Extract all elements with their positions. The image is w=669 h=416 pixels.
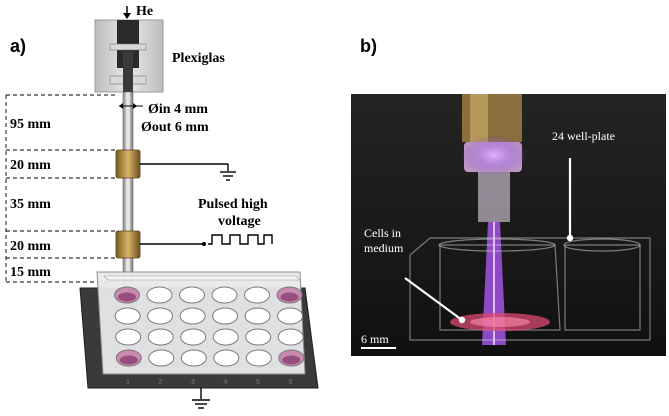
plate-label: 24 well-plate <box>552 129 615 143</box>
cells-pointer <box>404 277 463 321</box>
well-number: 1 <box>126 379 130 386</box>
well <box>244 307 271 325</box>
outer-diameter-label: Øout 6 mm <box>141 120 209 135</box>
well <box>180 349 207 367</box>
well <box>179 286 205 304</box>
well-medium-fill <box>280 292 299 302</box>
dimension-lines <box>5 94 118 283</box>
well <box>212 328 239 346</box>
well <box>212 307 239 325</box>
ground-symbol-top <box>220 171 236 181</box>
hv-electrode <box>115 230 141 259</box>
tube-bore <box>126 92 130 282</box>
well-number: 4 <box>224 379 228 386</box>
well <box>115 328 142 346</box>
well <box>114 307 141 325</box>
plexiglas-holder <box>94 19 164 93</box>
cells-label-line2: medium <box>364 241 404 255</box>
well <box>277 328 304 346</box>
photo-panel: 24 well-plate Cells in medium 6 mm <box>351 94 666 356</box>
ground-electrode <box>115 149 141 179</box>
well-number: 5 <box>256 379 260 386</box>
well-medium-fill <box>118 292 136 302</box>
well <box>147 307 174 325</box>
well-number: 3 <box>191 379 195 386</box>
well <box>244 286 270 304</box>
hv-wire <box>140 242 206 246</box>
well <box>179 307 206 325</box>
dim-15mm: 15 mm <box>10 265 51 280</box>
dim-35mm: 35 mm <box>10 197 51 212</box>
gas-inlet-arrow <box>123 6 131 19</box>
well <box>245 349 272 367</box>
well-medium-fill <box>282 355 301 365</box>
well <box>148 349 175 367</box>
panel-b-label: b) <box>360 36 377 56</box>
hv-label-line2: voltage <box>218 214 261 229</box>
well <box>277 307 304 325</box>
ground-wire <box>140 163 229 171</box>
well <box>211 286 238 304</box>
cells-label-line1: Cells in <box>364 226 401 240</box>
well <box>245 328 272 346</box>
plasma-glow-top <box>460 135 528 175</box>
well-number: 6 <box>289 379 293 386</box>
gas-label: He <box>136 4 153 19</box>
diameter-marker <box>119 103 143 109</box>
photo-well-plate <box>409 237 651 341</box>
well <box>146 286 173 304</box>
dim-20mm-top: 20 mm <box>10 158 51 173</box>
well-number-row: 1 2 3 4 5 6 <box>126 379 293 386</box>
dim-95mm: 95 mm <box>10 117 51 132</box>
well-plate-assembly: 1 2 3 4 5 6 <box>79 271 319 389</box>
well <box>180 328 207 346</box>
pulse-train-icon <box>208 234 273 245</box>
scale-label: 6 mm <box>361 332 389 346</box>
hv-label-line1: Pulsed high <box>198 197 268 212</box>
dim-20mm-bottom: 20 mm <box>10 239 51 254</box>
nozzle-tube <box>478 172 510 222</box>
well <box>213 349 240 367</box>
well <box>147 328 174 346</box>
ground-symbol-bottom <box>192 388 210 409</box>
well-medium-fill <box>119 355 138 365</box>
chamber-label: Plexiglas <box>172 51 225 66</box>
well-number: 2 <box>159 379 163 386</box>
schematic: He Plexiglas Øin 4 mm Øout 6 mm <box>5 4 319 409</box>
inner-diameter-label: Øin 4 mm <box>148 102 208 117</box>
panel-a-label: a) <box>10 36 27 56</box>
well-grid <box>114 286 305 367</box>
